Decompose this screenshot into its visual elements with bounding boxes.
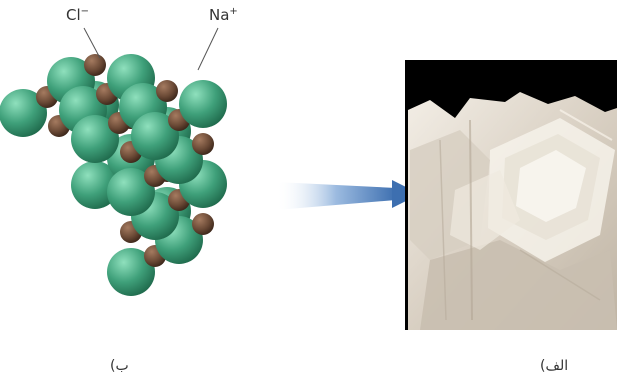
arrow-right-icon xyxy=(276,180,420,210)
sodium-leader-line xyxy=(197,27,219,71)
chloride-ion-sphere xyxy=(107,248,155,296)
chloride-ion-sphere xyxy=(179,80,227,128)
sodium-ion-label: Na+ xyxy=(209,6,238,24)
chloride-ion-sphere xyxy=(131,112,179,160)
sodium-ion-sphere xyxy=(192,133,214,155)
sodium-ion-sphere xyxy=(192,213,214,235)
chloride-ion-sphere xyxy=(71,161,119,209)
sodium-chloride-lattice xyxy=(0,54,227,296)
chloride-ion-sphere xyxy=(107,168,155,216)
caption-lattice-model: ب) xyxy=(110,358,129,374)
chloride-ion-sphere xyxy=(71,115,119,163)
caption-crystal-photo: الف) xyxy=(540,358,569,374)
chloride-leader-line xyxy=(83,27,101,59)
sodium-ion-sphere xyxy=(84,54,106,76)
sodium-ion-sphere xyxy=(156,80,178,102)
chloride-ion-label: Cl− xyxy=(66,6,90,24)
chloride-ion-sphere xyxy=(0,89,47,137)
salt-crystal-photo xyxy=(405,60,617,330)
